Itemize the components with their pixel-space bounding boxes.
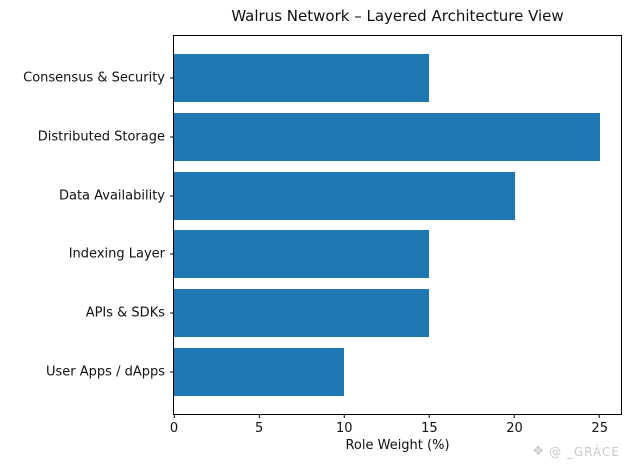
x-tick-label: 15: [421, 421, 438, 436]
bar: [174, 54, 430, 103]
bar: [174, 171, 515, 220]
x-tick: 15: [421, 414, 438, 436]
x-tick-label: 10: [336, 421, 353, 436]
x-tick: 20: [506, 414, 523, 436]
bar: [174, 230, 430, 279]
x-tick-mark: [428, 414, 430, 418]
category-label: Data Availability: [58, 188, 165, 204]
x-axis-label: Role Weight (%): [345, 438, 450, 453]
y-tick-mark: [170, 253, 174, 255]
y-tick-mark: [170, 77, 174, 79]
bar-row: Data Availability: [59, 166, 621, 225]
x-tick-label: 0: [169, 421, 179, 436]
category-label: Indexing Layer: [68, 246, 165, 262]
x-tick-mark: [173, 414, 175, 418]
x-tick: 5: [255, 414, 263, 436]
watermark-text: @ _GRÀCE: [549, 444, 620, 459]
bar-row: Indexing Layer: [69, 225, 621, 284]
y-tick-mark: [170, 312, 174, 314]
chart-title: Walrus Network – Layered Architecture Vi…: [231, 7, 564, 25]
bar: [174, 347, 345, 396]
x-tick-label: 5: [255, 421, 264, 436]
category-label: Consensus & Security: [23, 70, 165, 86]
category-label: APIs & SDKs: [85, 305, 165, 321]
watermark: ❖ @ _GRÀCE: [532, 444, 620, 459]
bar-row: APIs & SDKs: [86, 284, 621, 343]
x-tick-mark: [343, 414, 345, 418]
x-tick: 25: [591, 414, 608, 436]
x-tick-mark: [514, 414, 516, 418]
category-label: Distributed Storage: [37, 129, 165, 145]
y-tick-mark: [170, 195, 174, 197]
x-tick: 0: [170, 414, 178, 436]
x-tick: 10: [336, 414, 353, 436]
watermark-logo-icon: ❖: [532, 444, 546, 459]
x-tick-mark: [599, 414, 601, 418]
bar-row: Distributed Storage: [38, 108, 621, 167]
y-tick-mark: [170, 371, 174, 373]
bar-row: Consensus & Security: [23, 49, 621, 108]
y-tick-mark: [170, 136, 174, 138]
x-tick-label: 25: [591, 421, 608, 436]
bar: [174, 112, 600, 161]
category-label: User Apps / dApps: [46, 364, 165, 380]
x-tick-label: 20: [506, 421, 523, 436]
bar: [174, 289, 430, 337]
x-tick-mark: [258, 414, 260, 418]
bar-row: User Apps / dApps: [46, 342, 621, 401]
